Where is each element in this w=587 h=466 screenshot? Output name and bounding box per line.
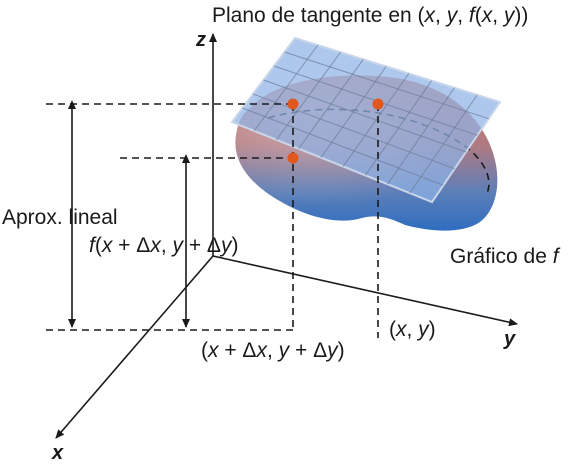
linear-approx-label: Aprox. lineal (2, 206, 118, 229)
x-axis (55, 255, 214, 439)
label-segment: f (89, 234, 97, 257)
label-segment: ( (475, 4, 482, 27)
label-segment: + Δ (112, 234, 150, 257)
point-on-plane-xy (372, 98, 384, 110)
label-segment: Plano de tangente en ( (212, 4, 425, 27)
axis-y-label: y (503, 328, 516, 350)
label-segment: x (424, 4, 437, 27)
label-segment: y (170, 234, 184, 257)
label-segment: , (267, 339, 279, 362)
tangent-plane (230, 36, 502, 204)
label-segment: , (492, 4, 504, 27)
point-dxdy-label: (x + Δx, y + Δy) (201, 339, 345, 362)
label-segment: , (457, 4, 469, 27)
label-segment: f (553, 245, 561, 268)
point-on-surface-dxdy (287, 152, 299, 164)
label-segment: )) (514, 4, 528, 27)
surface-hidden-contour (267, 108, 490, 196)
label-segment: , (161, 234, 173, 257)
label-segment: y (445, 4, 459, 27)
axis-x-label: x (51, 442, 64, 464)
y-axis (212, 255, 518, 327)
label-segment: , (407, 318, 419, 341)
label-segment: ( (389, 318, 396, 341)
label-segment: x (395, 318, 408, 341)
f-value-label: f(x + Δx, y + Δy) (89, 234, 238, 257)
label-segment: ) (338, 339, 345, 362)
label-segment: ) (429, 318, 436, 341)
label-segment: + Δ (289, 339, 327, 362)
label-segment: y (325, 339, 339, 362)
label-segment: ( (201, 339, 208, 362)
label-segment: y (277, 339, 291, 362)
label-segment: x (255, 339, 268, 362)
plane-grid-line (263, 79, 467, 153)
plane-grid-line (284, 51, 489, 120)
label-segment: x (481, 4, 494, 27)
point-xy-label: (x, y) (389, 318, 436, 341)
label-segment: + Δ (219, 339, 257, 362)
graph-of-f-label: Gráfico de f (450, 245, 561, 268)
label-segment: x (149, 234, 162, 257)
tangent-plane-label: Plano de tangente en (x, y, f(x, y)) (212, 4, 528, 27)
axis-z-label: z (195, 29, 206, 51)
label-segment: y (502, 4, 516, 27)
label-segment: f (469, 4, 477, 27)
label-segment: + Δ (183, 234, 221, 257)
label-segment: , (435, 4, 447, 27)
plane-grid-line (242, 107, 444, 186)
point-on-plane-dxdy (287, 98, 299, 110)
label-segment: ) (231, 234, 238, 257)
plane-grid-line (252, 93, 455, 170)
label-segment: y (416, 318, 430, 341)
label-segment: y (219, 234, 233, 257)
label-segment: Gráfico de (450, 245, 553, 268)
label-segment: x (101, 234, 114, 257)
label-segment: ( (95, 234, 102, 257)
label-segment: x (207, 339, 220, 362)
